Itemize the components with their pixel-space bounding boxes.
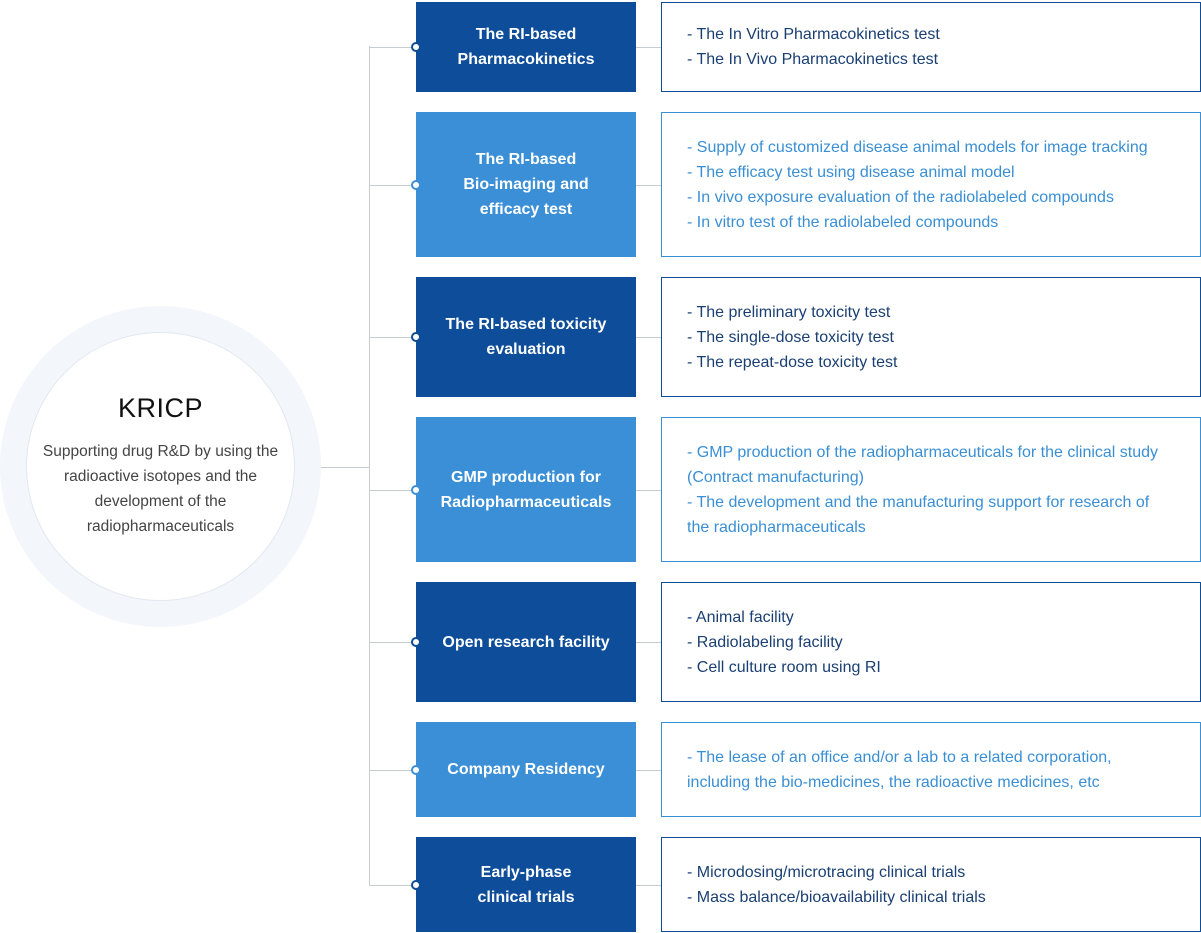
category-label: Open research facility: [442, 633, 610, 651]
detail-item: (Contract manufacturing): [687, 468, 864, 486]
hub-connector: [321, 467, 370, 468]
detail-item: - Cell culture room using RI: [687, 658, 881, 676]
branch-line: [369, 47, 416, 48]
category-label: GMP production for Radiopharmaceuticals: [440, 468, 612, 511]
detail-item: - The repeat-dose toxicity test: [687, 353, 898, 371]
category-box: Early-phase clinical trials: [416, 837, 636, 932]
detail-box: - Animal facility - Radiolabeling facilit…: [661, 582, 1201, 702]
detail-box: - Supply of customized disease animal mo…: [661, 112, 1201, 257]
category-label: The RI-based toxicity evaluation: [445, 316, 607, 358]
detail-item: - In vitro test of the radiolabeled comp…: [687, 213, 999, 231]
detail-item: - The efficacy test using disease animal…: [687, 163, 1015, 181]
detail-connector: [636, 490, 661, 491]
connector-dot: [411, 42, 421, 52]
detail-item: - The In Vivo Pharmacokinetics test: [687, 51, 939, 68]
branch-line: [369, 885, 416, 886]
detail-connector: [636, 885, 661, 886]
detail-item: - Animal facility: [687, 608, 794, 626]
category-label: Company Residency: [447, 761, 605, 778]
connector-dot: [411, 637, 421, 647]
detail-item: - The development and the manufacturing …: [687, 493, 1150, 511]
category-label: The RI-based Pharmacokinetics: [457, 26, 595, 68]
detail-box: - The lease of an office and/or a lab to…: [661, 722, 1201, 817]
connector-dot: [411, 485, 421, 495]
category-box: The RI-based Bio-imaging and efficacy te…: [416, 112, 636, 257]
detail-box: - GMP production of the radiopharmaceuti…: [661, 417, 1201, 562]
category-box: Open research facility: [416, 582, 636, 702]
category-box: The RI-based toxicity evaluation: [416, 277, 636, 397]
connector-dot: [411, 332, 421, 342]
category-box: The RI-based Pharmacokinetics: [416, 2, 636, 92]
detail-connector: [636, 642, 661, 643]
hub-circle-inner: [26, 332, 295, 601]
detail-connector: [636, 337, 661, 338]
detail-box: - Microdosing/microtracing clinical tria…: [661, 837, 1201, 932]
detail-item: - Microdosing/microtracing clinical tria…: [687, 863, 966, 881]
branch-line: [369, 770, 416, 771]
detail-item: - Mass balance/bioavailability clinical …: [687, 888, 986, 906]
detail-box: - The In Vitro Pharmacokinetics test - Th…: [661, 2, 1201, 92]
branch-line: [369, 185, 416, 186]
trunk-line: [369, 46, 370, 885]
detail-connector: [636, 185, 661, 186]
category-label: The RI-based Bio-imaging and efficacy te…: [463, 151, 589, 218]
detail-connector: [636, 770, 661, 771]
hub-description: Supporting drug R&D by using the radioac…: [42, 443, 279, 535]
branch-line: [369, 337, 416, 338]
connector-dot: [411, 880, 421, 890]
detail-item: - The lease of an office and/or a lab to…: [687, 748, 1112, 766]
detail-connector: [636, 47, 661, 48]
category-box: GMP production for Radiopharmaceuticals: [416, 417, 636, 562]
detail-item: including the bio-medicines, the radioac…: [687, 773, 1100, 791]
detail-item: the radiopharmaceuticals: [687, 518, 866, 536]
detail-item: - In vivo exposure evaluation of the rad…: [687, 188, 1114, 206]
branch-line: [369, 490, 416, 491]
connector-dot: [411, 180, 421, 190]
branch-line: [369, 642, 416, 643]
detail-item: - The single-dose toxicity test: [687, 328, 894, 346]
detail-item: - Supply of customized disease animal mo…: [687, 138, 1148, 156]
detail-item: - GMP production of the radiopharmaceuti…: [687, 443, 1159, 461]
detail-box: - The preliminary toxicity test - The sin…: [661, 277, 1201, 397]
category-box: Company Residency: [416, 722, 636, 817]
detail-item: - Radiolabeling facility: [687, 633, 843, 651]
connector-dot: [411, 765, 421, 775]
hub-title: KRICP: [117, 393, 204, 423]
detail-item: - The preliminary toxicity test: [687, 303, 891, 321]
category-label: Early-phase clinical trials: [477, 863, 575, 906]
detail-item: - The In Vitro Pharmacokinetics test: [687, 26, 940, 43]
